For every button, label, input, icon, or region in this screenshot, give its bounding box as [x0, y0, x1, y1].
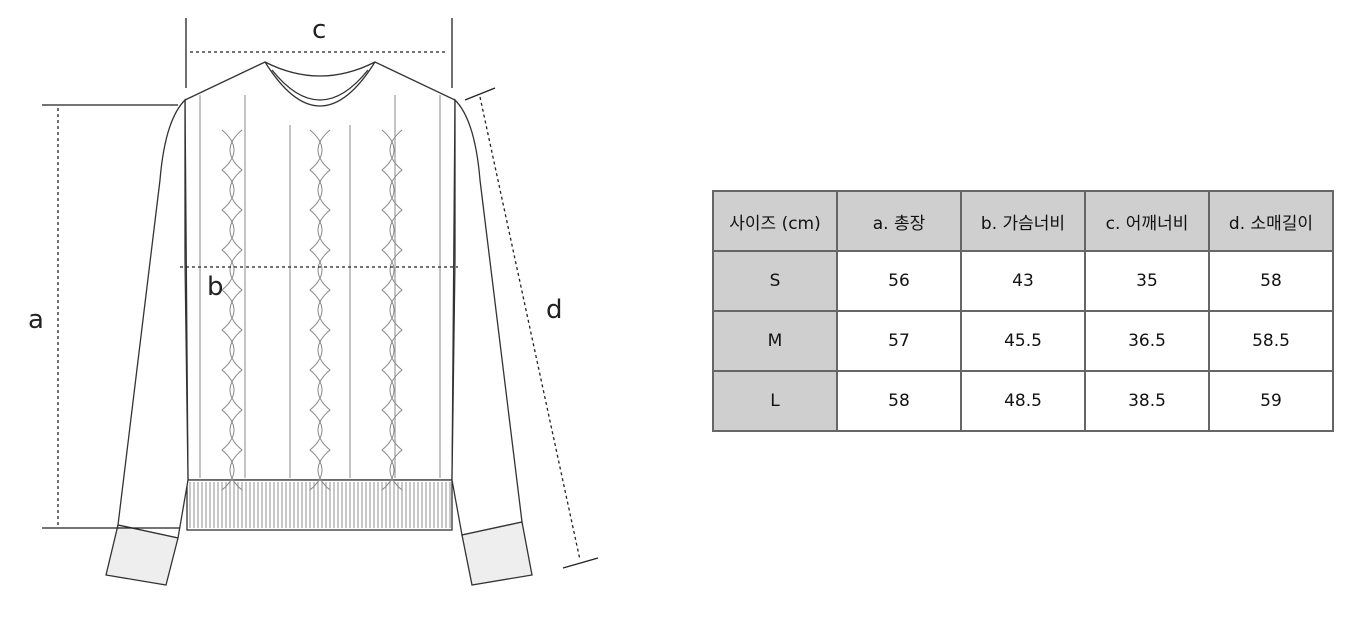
table-cell: 58.5 — [1208, 310, 1334, 372]
table-cell: 35 — [1084, 250, 1210, 312]
neckline — [264, 61, 376, 107]
table-cell: 36.5 — [1084, 310, 1210, 372]
hem-ribbing — [186, 479, 453, 531]
cable-twist — [309, 129, 323, 491]
sweater-body — [184, 61, 456, 481]
label-b: b — [207, 272, 224, 302]
sweater-diagram: c a b d — [28, 15, 599, 586]
table-cell: 59 — [1208, 370, 1334, 432]
table-cell: 38.5 — [1084, 370, 1210, 432]
table-row: L 58 48.5 38.5 59 — [712, 370, 1334, 432]
cable-twist — [221, 129, 235, 491]
header-size: 사이즈 (cm) — [712, 190, 838, 252]
table-cell: 43 — [960, 250, 1086, 312]
cable-twist — [381, 129, 395, 491]
table-cell: 58 — [836, 370, 962, 432]
cable-twist — [229, 129, 243, 491]
left-cuff — [105, 524, 179, 586]
size-cell: L — [712, 370, 838, 432]
table-cell: 48.5 — [960, 370, 1086, 432]
label-d: d — [546, 295, 563, 325]
label-a: a — [28, 305, 44, 335]
size-table: 사이즈 (cm) a. 총장 b. 가슴너비 c. 어깨너비 d. 소매길이 S… — [712, 190, 1334, 432]
header-sleeve: d. 소매길이 — [1208, 190, 1334, 252]
table-cell: 58 — [1208, 250, 1334, 312]
cable-twist — [389, 129, 403, 491]
right-cuff — [461, 521, 533, 586]
table-row: S 56 43 35 58 — [712, 250, 1334, 312]
header-length: a. 총장 — [836, 190, 962, 252]
left-sleeve — [117, 98, 189, 539]
table-cell: 56 — [836, 250, 962, 312]
size-cell: M — [712, 310, 838, 372]
measure-d — [479, 96, 581, 561]
table-cell: 57 — [836, 310, 962, 372]
table-header-row: 사이즈 (cm) a. 총장 b. 가슴너비 c. 어깨너비 d. 소매길이 — [712, 190, 1334, 252]
header-chest: b. 가슴너비 — [960, 190, 1086, 252]
header-shoulder: c. 어깨너비 — [1084, 190, 1210, 252]
cable-twist — [317, 129, 331, 491]
right-sleeve — [451, 98, 523, 536]
size-cell: S — [712, 250, 838, 312]
table-row: M 57 45.5 36.5 58.5 — [712, 310, 1334, 372]
table-cell: 45.5 — [960, 310, 1086, 372]
label-c: c — [312, 15, 326, 45]
